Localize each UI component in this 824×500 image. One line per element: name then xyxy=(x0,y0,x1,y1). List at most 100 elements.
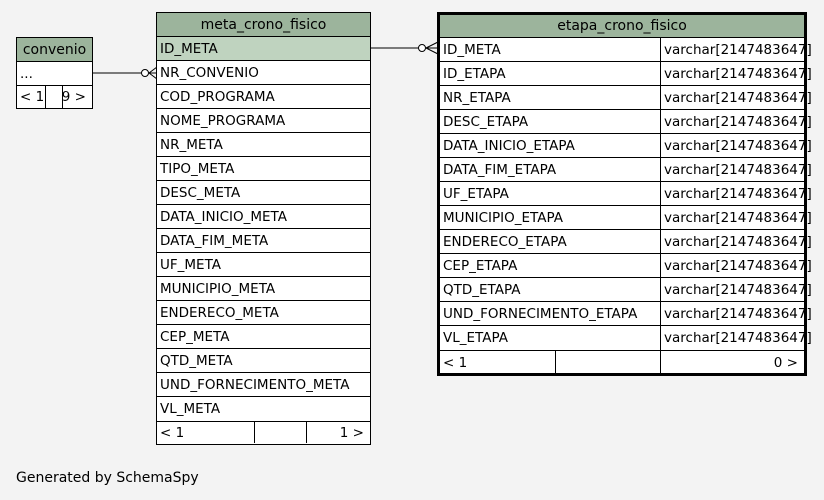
column-type: varchar[2147483647] xyxy=(664,161,812,178)
column-name: UND_FORNECIMENTO_ETAPA xyxy=(440,302,661,325)
convenio-children-count: 9 > xyxy=(61,89,86,105)
etapa-parents-count: < 1 xyxy=(440,351,556,374)
column-name: DESC_META xyxy=(160,184,241,201)
column-name: MUNICIPIO_ETAPA xyxy=(440,206,661,229)
etapa-children-count: 0 > xyxy=(773,354,798,371)
table-row[interactable]: CEP_META xyxy=(157,325,370,349)
table-meta-title[interactable]: meta_crono_fisico xyxy=(157,13,370,37)
column-type: varchar[2147483647] xyxy=(664,89,812,106)
column-name: MUNICIPIO_META xyxy=(160,280,276,297)
column-name: NOME_PROGRAMA xyxy=(160,112,286,129)
table-row[interactable]: NR_CONVENIO xyxy=(157,61,370,85)
link-convenio-meta-circle xyxy=(141,69,149,77)
column-name: ID_ETAPA xyxy=(440,62,661,85)
table-convenio-title[interactable]: convenio xyxy=(17,38,92,62)
link-convenio-meta-crow-bot xyxy=(148,72,158,80)
generated-by-label[interactable]: Generated by SchemaSpy xyxy=(16,470,199,486)
column-name: TIPO_META xyxy=(160,160,235,177)
table-row[interactable]: DATA_FIM_META xyxy=(157,229,370,253)
table-row[interactable]: COD_PROGRAMA xyxy=(157,85,370,109)
column-type: varchar[2147483647] xyxy=(664,233,812,250)
table-row[interactable]: MUNICIPIO_META xyxy=(157,277,370,301)
table-row[interactable]: VL_META xyxy=(157,397,370,421)
column-name: UND_FORNECIMENTO_META xyxy=(160,376,350,393)
column-name: CEP_META xyxy=(160,328,230,345)
column-type: varchar[2147483647] xyxy=(664,137,812,154)
table-row[interactable]: DATA_INICIO_META xyxy=(157,205,370,229)
column-name: ENDERECO_ETAPA xyxy=(440,230,661,253)
meta-footer-spacer xyxy=(255,422,307,443)
column-type: varchar[2147483647] xyxy=(664,65,812,82)
table-convenio-cell: ... xyxy=(20,65,33,82)
table-row[interactable]: UF_META xyxy=(157,253,370,277)
column-name: NR_CONVENIO xyxy=(160,64,259,81)
column-name: DESC_ETAPA xyxy=(440,110,661,133)
column-name: DATA_INICIO_META xyxy=(160,208,287,225)
column-type: varchar[2147483647] xyxy=(664,281,812,298)
table-row[interactable]: QTD_META xyxy=(157,349,370,373)
table-row[interactable]: NOME_PROGRAMA xyxy=(157,109,370,133)
column-name: DATA_FIM_META xyxy=(160,232,269,249)
table-convenio[interactable]: convenio ... < 1 9 > xyxy=(16,37,93,109)
table-row[interactable]: ENDERECO_META xyxy=(157,301,370,325)
table-convenio-row: ... xyxy=(17,62,92,86)
table-row[interactable]: UND_FORNECIMENTO_META xyxy=(157,373,370,397)
column-name: VL_ETAPA xyxy=(440,326,661,350)
convenio-footer-spacer xyxy=(46,86,63,108)
meta-children-count: 1 > xyxy=(339,424,364,441)
link-meta-etapa-crow-bot xyxy=(425,47,439,55)
column-name: ID_META xyxy=(440,38,661,61)
column-name: UF_ETAPA xyxy=(440,182,661,205)
table-etapa-title[interactable]: etapa_crono_fisico xyxy=(440,15,804,38)
meta-parents-count: < 1 xyxy=(157,422,255,443)
link-convenio-meta-crow-top xyxy=(148,66,158,74)
column-type: varchar[2147483647] xyxy=(664,305,812,322)
column-type: varchar[2147483647] xyxy=(664,330,812,346)
column-name: ID_META xyxy=(160,40,218,57)
convenio-parents-count: < 1 xyxy=(17,86,46,108)
column-name: NR_META xyxy=(160,136,223,153)
column-type: varchar[2147483647] xyxy=(664,185,812,202)
column-name: CEP_ETAPA xyxy=(440,254,661,277)
column-type: varchar[2147483647] xyxy=(664,113,812,130)
table-etapa-footer: < 1 0 > xyxy=(440,350,804,374)
table-meta-crono-fisico[interactable]: meta_crono_fisico ID_META NR_CONVENIO COD_… xyxy=(156,12,371,445)
table-row[interactable]: NR_META xyxy=(157,133,370,157)
table-meta-rows: ID_META NR_CONVENIO COD_PROGRAMA NOME_PROGR… xyxy=(157,37,370,421)
link-meta-etapa-crow-top xyxy=(425,41,439,49)
table-row[interactable]: ID_META xyxy=(157,37,370,61)
column-name: NR_ETAPA xyxy=(440,86,661,109)
table-meta-footer: < 1 1 > xyxy=(157,421,370,443)
table-row[interactable]: TIPO_META xyxy=(157,157,370,181)
column-name: ENDERECO_META xyxy=(160,304,279,321)
column-name: DATA_INICIO_ETAPA xyxy=(440,134,661,157)
etapa-footer-spacer xyxy=(556,351,661,374)
column-type: varchar[2147483647] xyxy=(664,41,812,58)
column-name: DATA_FIM_ETAPA xyxy=(440,158,661,181)
column-type: varchar[2147483647] xyxy=(664,209,812,226)
column-name: QTD_ETAPA xyxy=(440,278,661,301)
column-type: varchar[2147483647] xyxy=(664,257,812,274)
column-name: UF_META xyxy=(160,256,222,273)
table-row[interactable]: DESC_META xyxy=(157,181,370,205)
column-name: COD_PROGRAMA xyxy=(160,88,275,105)
column-name: QTD_META xyxy=(160,352,233,369)
link-meta-etapa-circle xyxy=(418,44,426,52)
column-name: VL_META xyxy=(160,401,221,417)
